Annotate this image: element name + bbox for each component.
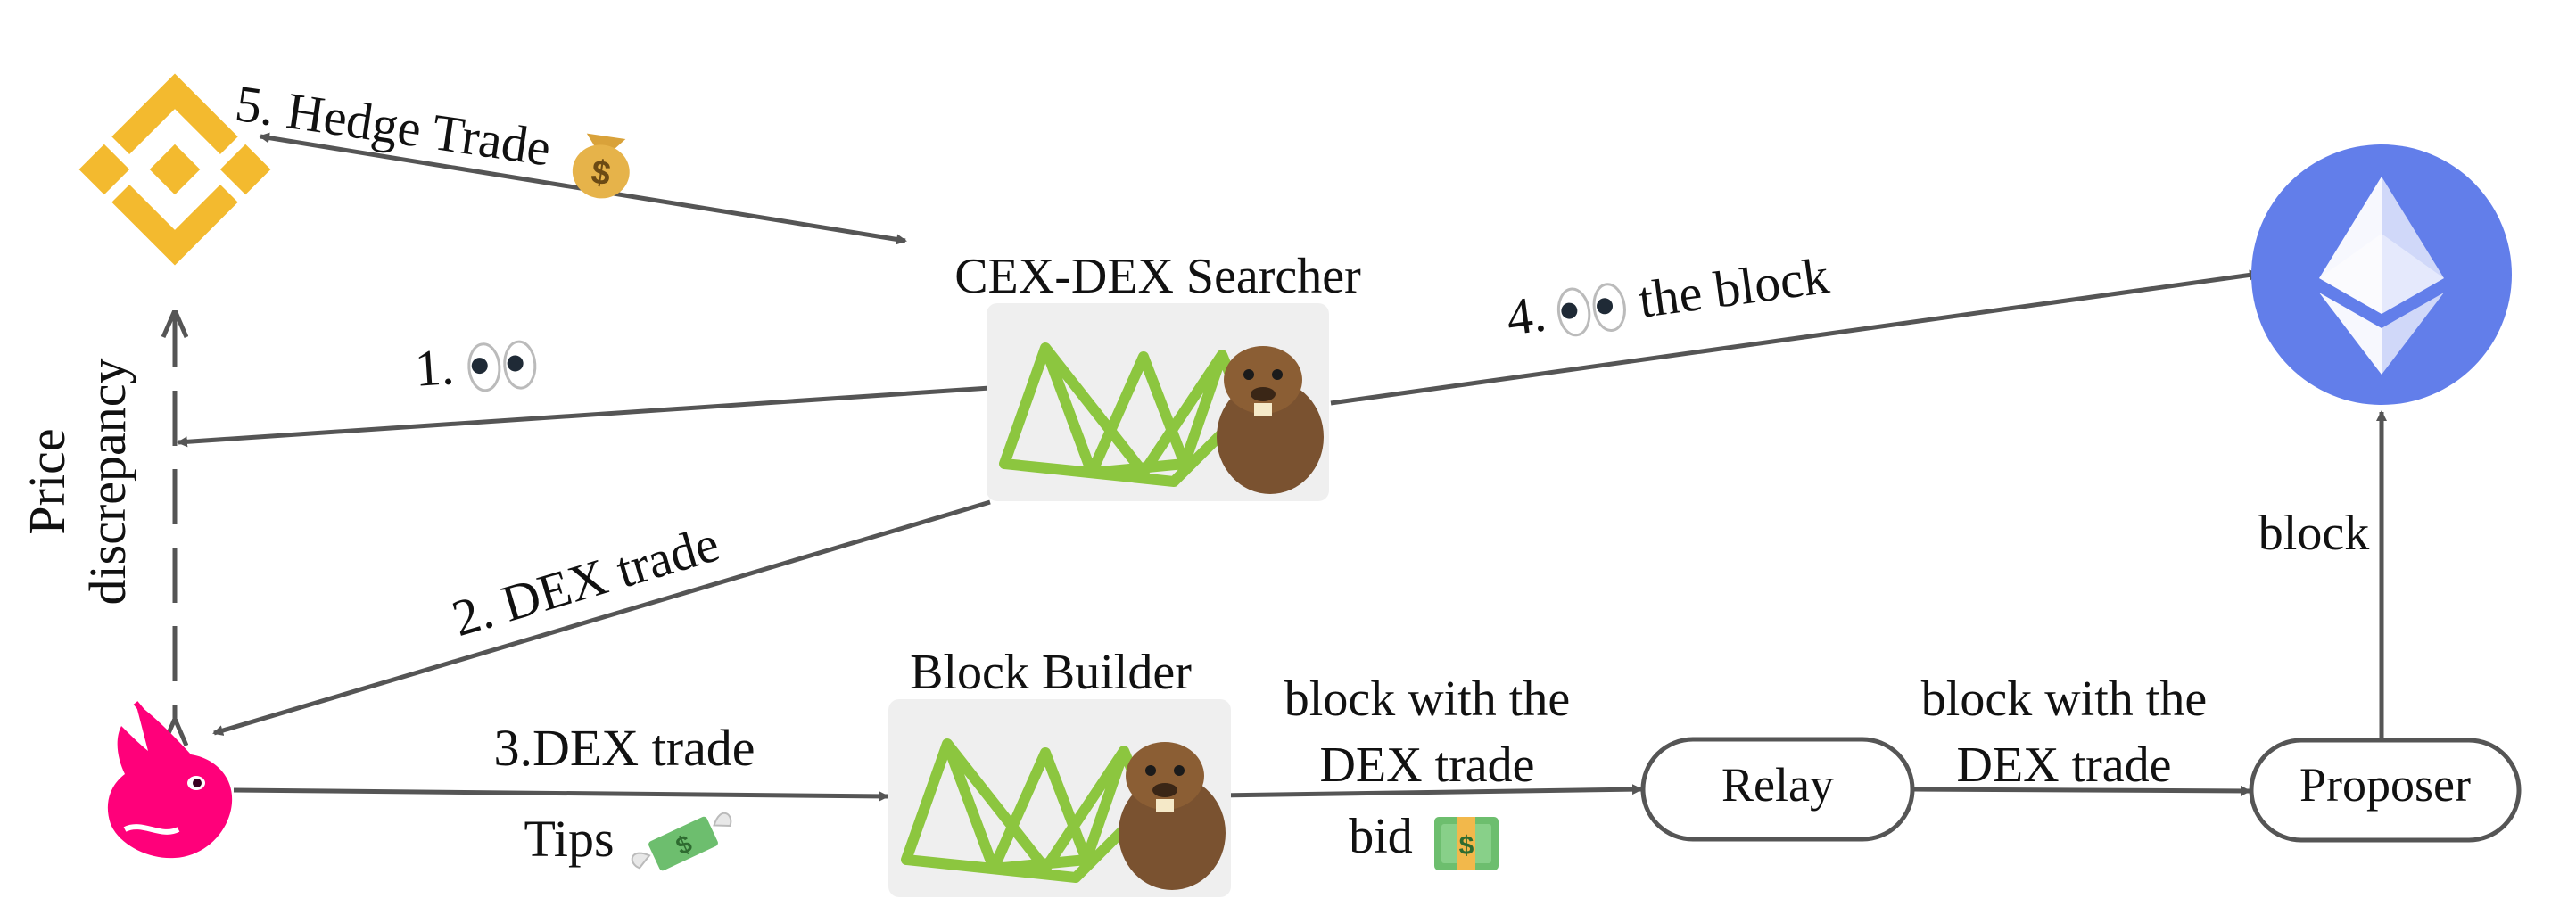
- watch-block-arrow: [1330, 269, 2260, 406]
- price-discrepancy-label-line2: discrepancy: [78, 359, 136, 606]
- watch-label-number: 1.: [413, 337, 456, 398]
- proposer-box: [2249, 738, 2522, 843]
- builder-to-relay-arrow: [1216, 784, 1643, 798]
- dex-trade-label: 2. DEX trade: [446, 514, 725, 647]
- money-with-wings-emoji: $: [631, 812, 732, 871]
- hedge-trade-label: 5. Hedge Trade: [232, 74, 555, 177]
- builder-image: [888, 699, 1231, 897]
- money-bag-emoji: $: [572, 133, 630, 199]
- builder-title: Block Builder: [910, 645, 1192, 700]
- eyes-emoji: [1556, 283, 1626, 337]
- bid-label: bid: [1349, 809, 1413, 864]
- relay-label: Relay: [1721, 758, 1834, 812]
- ethereum-logo-icon: [2251, 144, 2512, 405]
- relay-to-proposer-arrow: [1913, 785, 2251, 796]
- dex-trade-3-label: 3.DEX trade: [493, 719, 755, 777]
- block-label: block: [2258, 506, 2369, 561]
- eyes-emoji: [467, 340, 537, 392]
- relay-to-proposer-label-line2: DEX trade: [1956, 738, 2171, 793]
- uniswap-unicorn-icon: [107, 701, 233, 859]
- proposer-label: Proposer: [2299, 758, 2471, 812]
- relay-to-proposer-label-line1: block with the: [1921, 672, 2207, 727]
- searcher-title: CEX-DEX Searcher: [954, 249, 1361, 304]
- builder-to-relay-label-line2: DEX trade: [1319, 738, 1534, 793]
- svg-text:$: $: [1459, 831, 1474, 861]
- watch-arrow: [177, 385, 991, 448]
- relay-box: [1640, 737, 1915, 842]
- dollar-banknote-emoji: $: [1434, 817, 1499, 870]
- watch-block-label-text: the block: [1635, 246, 1832, 329]
- dex-trade-tips-arrow: [233, 787, 889, 802]
- arrows: [175, 132, 2387, 802]
- tips-label: Tips: [524, 810, 614, 868]
- price-discrepancy-label-line1: Price: [18, 428, 76, 534]
- watch-block-label-number: 4.: [1503, 284, 1549, 346]
- dex-trade-arrow: [212, 499, 991, 736]
- searcher-image: [987, 303, 1329, 501]
- builder-to-relay-label-line1: block with the: [1284, 672, 1570, 727]
